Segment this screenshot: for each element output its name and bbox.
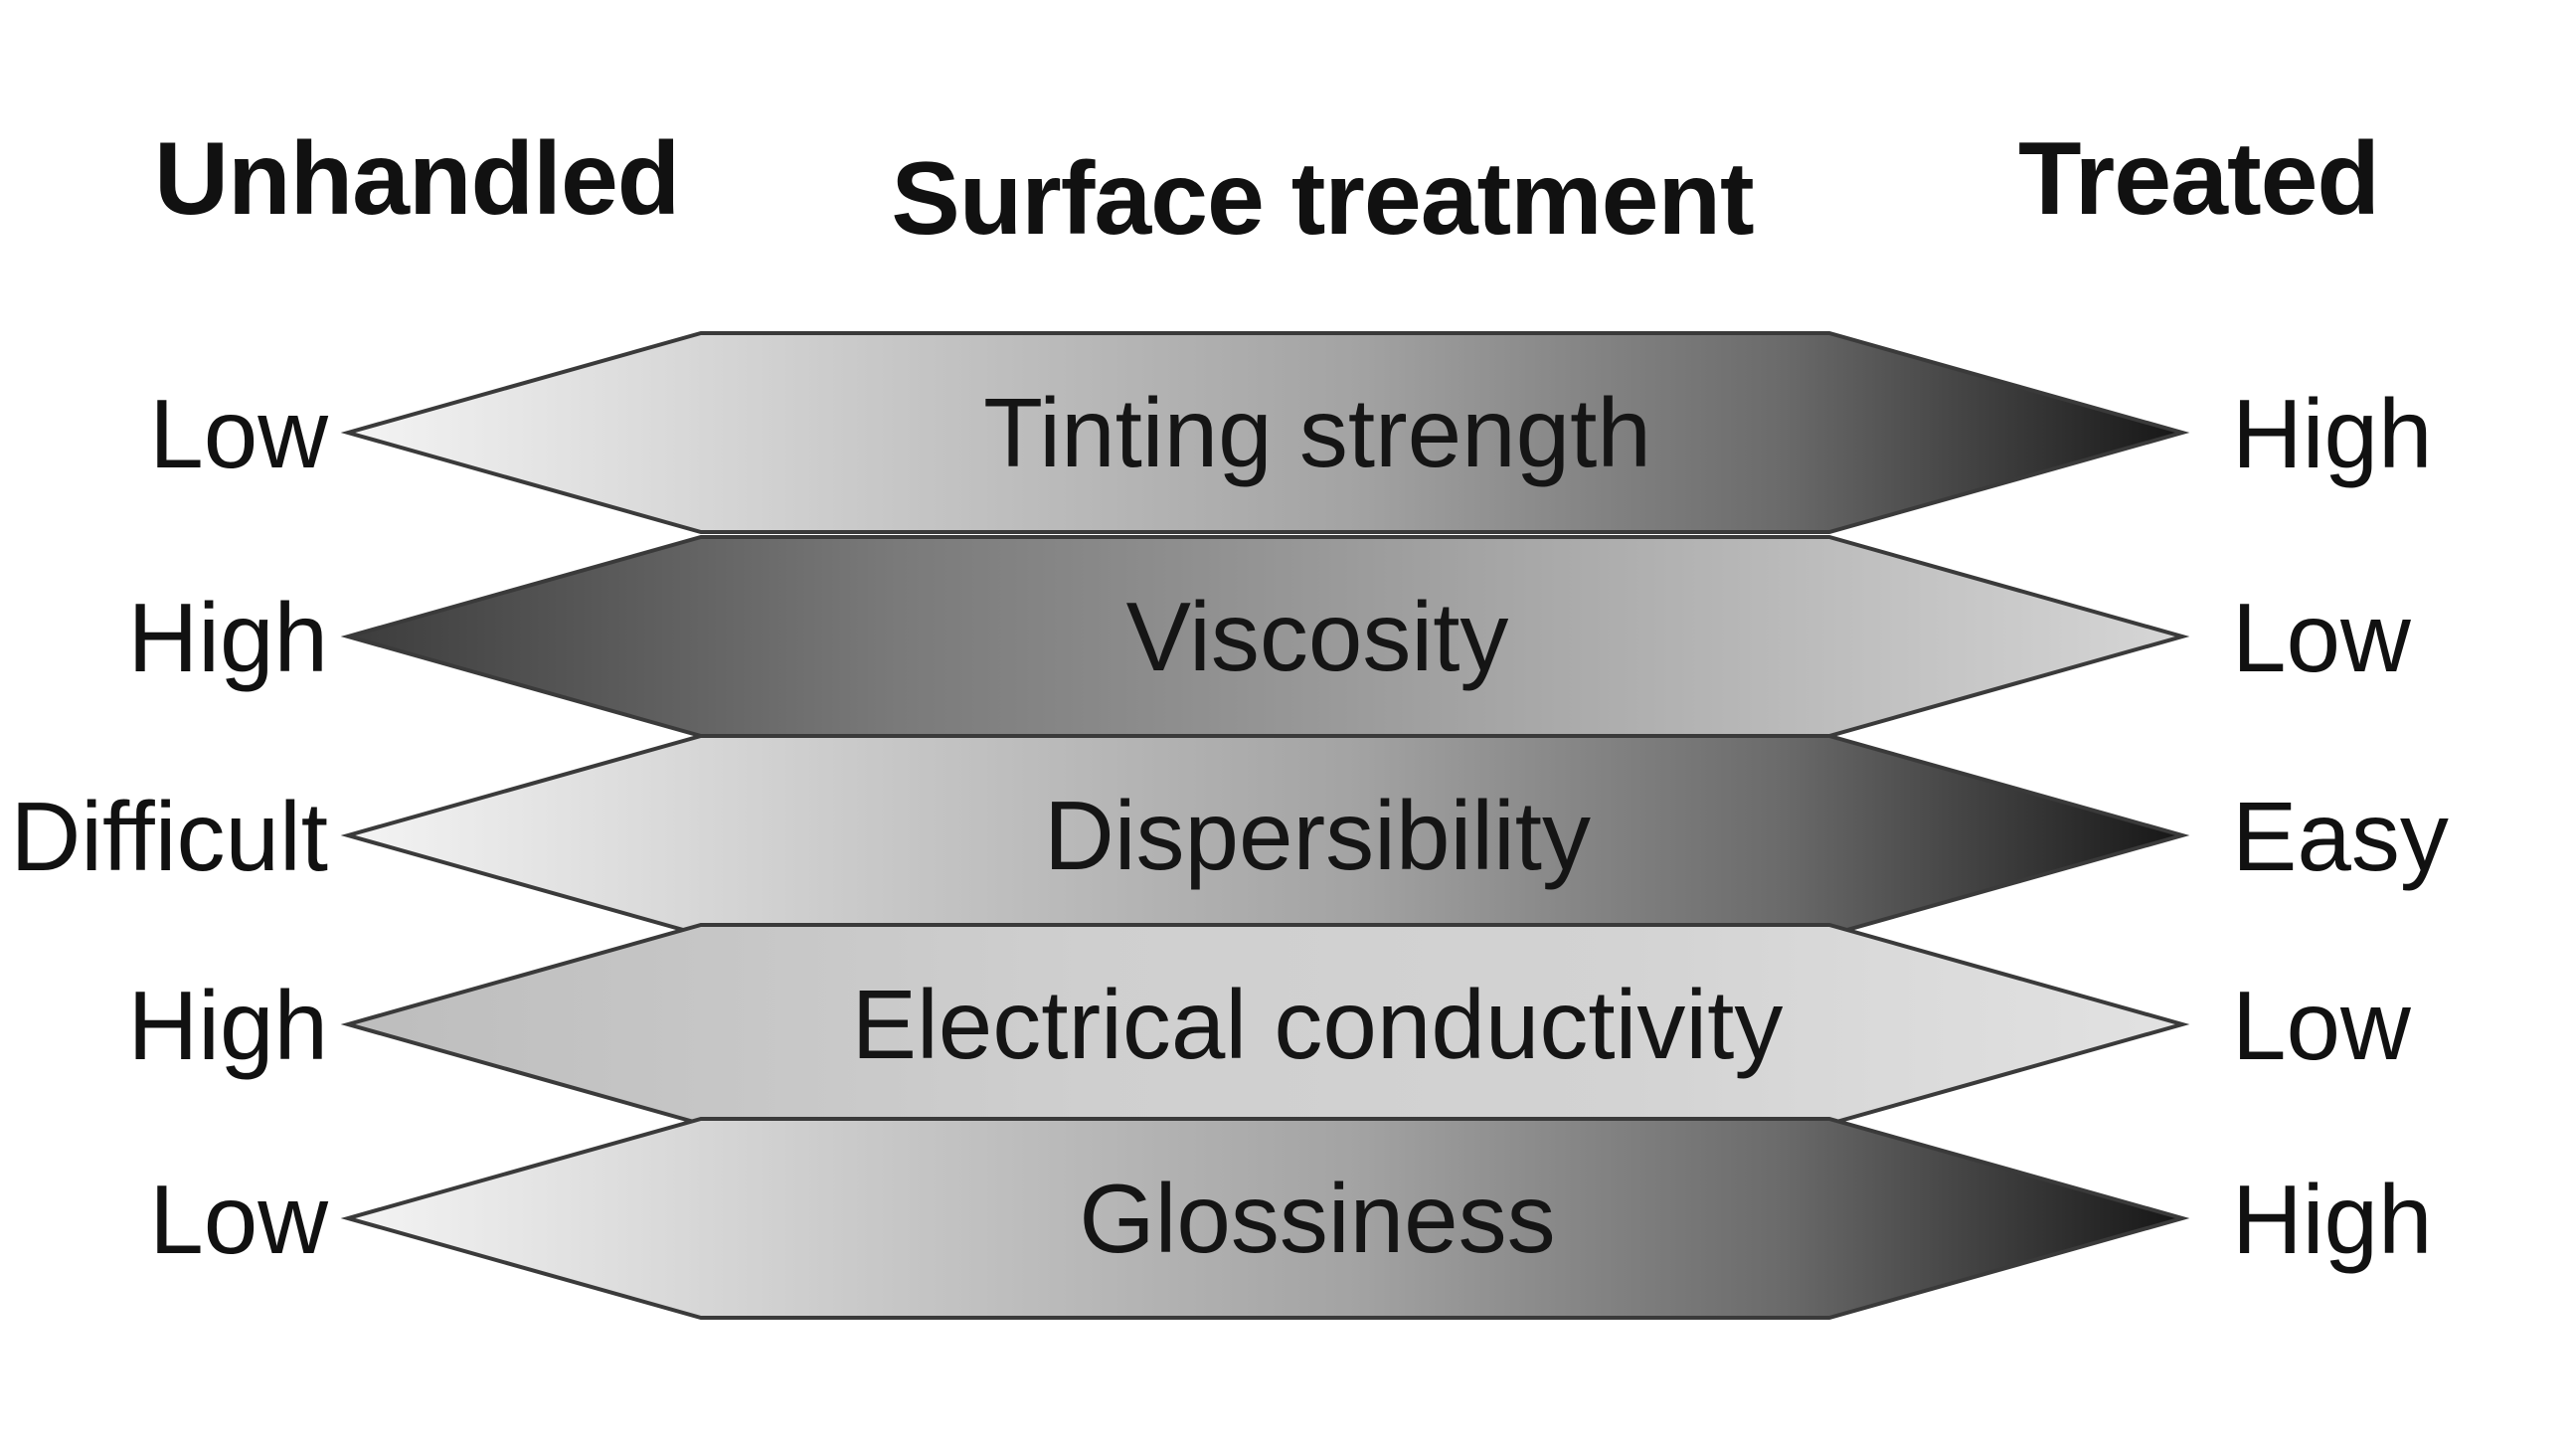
surface-treatment-header: Surface treatment (891, 141, 1754, 257)
dispersibility-label: Dispersibility (1044, 781, 1591, 890)
treated-header: Treated (2018, 121, 2380, 237)
glossiness-arrow (340, 1117, 2190, 1320)
viscosity-label: Viscosity (1126, 582, 1509, 691)
tinting-strength-arrow (340, 331, 2190, 534)
tinting-strength-label: Tinting strength (983, 378, 1651, 487)
glossiness-untreated-value: Low (149, 1165, 328, 1274)
electrical-conductivity-treated-value: Low (2232, 971, 2411, 1080)
glossiness-treated-value: High (2232, 1165, 2433, 1274)
unhandled-header: Unhandled (154, 121, 680, 237)
dispersibility-treated-value: Easy (2232, 782, 2449, 891)
electrical-conductivity-untreated-value: High (127, 971, 328, 1080)
tinting-strength-untreated-value: Low (149, 379, 328, 488)
viscosity-untreated-value: High (127, 583, 328, 692)
viscosity-treated-value: Low (2232, 583, 2411, 692)
glossiness-label: Glossiness (1079, 1164, 1555, 1273)
electrical-conductivity-label: Electrical conductivity (852, 970, 1784, 1079)
dispersibility-untreated-value: Difficult (10, 782, 328, 891)
tinting-strength-treated-value: High (2232, 379, 2433, 488)
